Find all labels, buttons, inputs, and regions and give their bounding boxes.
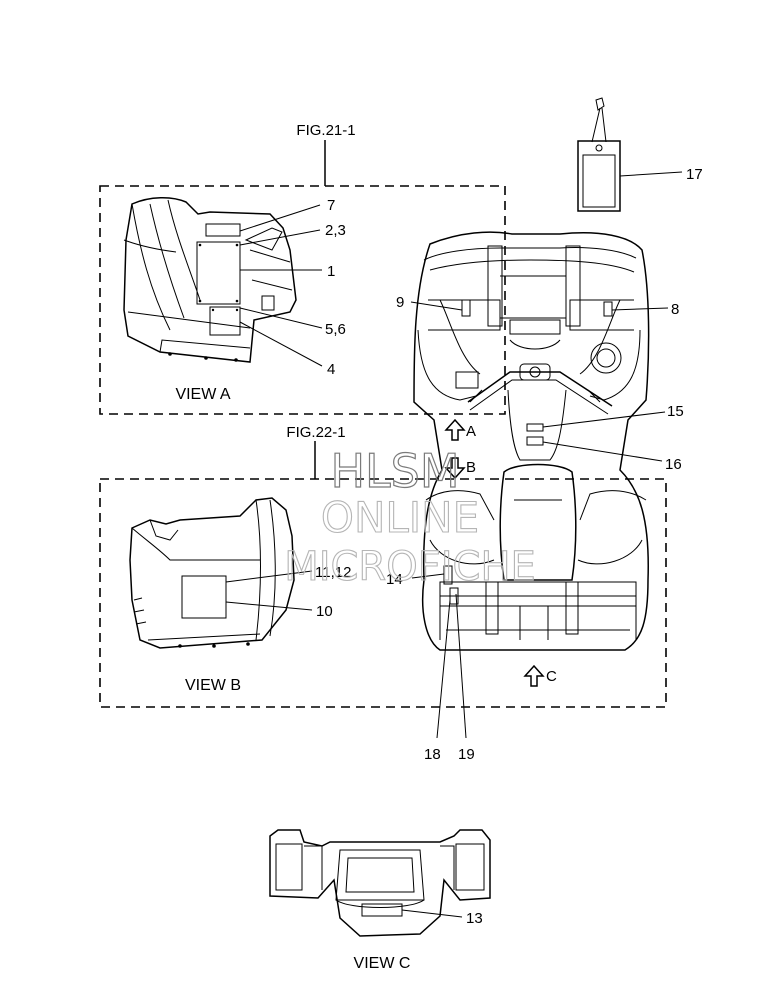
label-plate-13 (361, 903, 403, 917)
fig22-ref: FIG.22-1 (286, 424, 345, 441)
label-plate-16 (526, 436, 544, 446)
label-plate-15 (526, 423, 544, 432)
watermark-line2: ONLINE (321, 493, 479, 542)
fig21-ref: FIG.21-1 (296, 122, 355, 139)
view-c-group: 13 VIEW C (269, 829, 491, 972)
arrow-b-icon (444, 457, 466, 480)
label-plate-14 (443, 565, 453, 585)
view-a-label: VIEW A (175, 386, 230, 403)
callout-8: 8 (671, 301, 679, 318)
arrow-a-label: A (466, 423, 476, 440)
view-c-rear-drawing (269, 829, 491, 937)
atv-top-view (413, 231, 650, 651)
view-b-label: VIEW B (185, 677, 241, 694)
callout-4: 4 (327, 361, 335, 378)
label-plate-18 (449, 587, 459, 605)
label-plate-9 (461, 299, 471, 317)
callout-13: 13 (466, 910, 483, 927)
arrow-c-label: C (546, 668, 557, 685)
watermark: HLSM ONLINE MICROFICHE (284, 443, 537, 590)
callout-7: 7 (327, 197, 335, 214)
label-plate-10 (181, 575, 227, 619)
callout-1: 1 (327, 263, 335, 280)
callout-16: 16 (665, 456, 682, 473)
view-c-label: VIEW C (354, 955, 411, 972)
label-plate-8 (603, 301, 613, 317)
arrow-b-label: B (466, 459, 476, 476)
callout-9: 9 (396, 294, 404, 311)
view-a-seat-drawing (123, 197, 297, 363)
view-a-frame (99, 185, 506, 415)
view-a-group: FIG.21-1 7 2,3 1 (99, 122, 506, 415)
label-plate-1 (196, 241, 241, 305)
callout-11-12: 11,12 (315, 564, 351, 581)
arrow-a-icon (444, 418, 466, 441)
view-b-group: FIG.22-1 11,12 10 VIEW B (99, 424, 667, 708)
view-arrows: A B C (444, 418, 557, 687)
callout-17: 17 (686, 166, 703, 183)
callout-5-6: 5,6 (325, 321, 346, 338)
view-b-frame (99, 478, 667, 708)
label-plate-7 (205, 223, 241, 237)
hang-tag-drawing: 17 (577, 97, 703, 212)
callout-2-3: 2,3 (325, 222, 346, 239)
callout-14: 14 (386, 571, 403, 588)
callout-18: 18 (424, 746, 441, 763)
callout-10: 10 (316, 603, 333, 620)
view-b-seat-drawing (129, 497, 295, 649)
arrow-c-icon (523, 664, 545, 687)
watermark-line3: MICROFICHE (284, 544, 536, 590)
label-plate-4 (209, 306, 241, 336)
watermark-line1: HLSM (330, 444, 459, 498)
callout-15: 15 (667, 403, 684, 420)
callout-19: 19 (458, 746, 475, 763)
